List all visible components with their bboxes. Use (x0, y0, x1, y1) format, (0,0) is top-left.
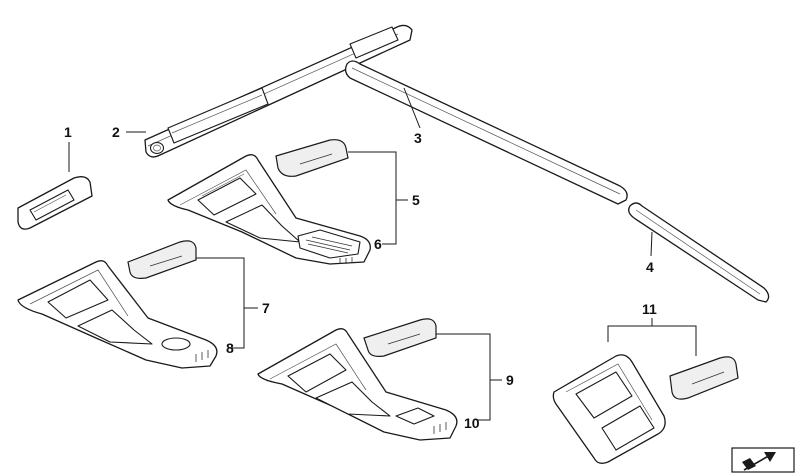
part-7-trim-cover-left[interactable] (127, 240, 197, 279)
part-7-console-trim-left[interactable] (17, 260, 218, 369)
callout-1: 1 (64, 124, 72, 140)
part-1-small-trim-piece[interactable] (17, 176, 93, 230)
part-11-console-insert[interactable] (552, 354, 666, 464)
part-9-console-trim-center[interactable] (257, 328, 458, 441)
part-9-trim-cover-center[interactable] (363, 318, 437, 357)
part-4-short-strip[interactable] (628, 202, 770, 303)
part-11-trim-cover[interactable] (669, 356, 739, 400)
callout-5: 5 (412, 192, 420, 208)
parts-diagram-arrow-icon (731, 447, 795, 473)
part-6-grille-insert[interactable] (297, 229, 361, 259)
part-5-console-trim-upper[interactable] (167, 154, 371, 265)
callout-8: 8 (226, 340, 234, 356)
leader-lines (68, 87, 697, 421)
callout-9: 9 (506, 372, 514, 388)
callout-labels: 1 2 3 4 5 6 7 8 9 10 11 (64, 124, 657, 431)
part-3-long-strip[interactable] (344, 60, 628, 205)
part-8-clip-insert[interactable] (195, 350, 209, 362)
part-2-dash-trim-strip[interactable] (144, 24, 413, 158)
part-5-trim-cover-upper[interactable] (275, 139, 349, 177)
callout-7: 7 (262, 300, 270, 316)
callout-4: 4 (646, 259, 654, 275)
callout-2: 2 (112, 124, 120, 140)
callout-6: 6 (374, 236, 382, 252)
callout-11: 11 (642, 301, 657, 317)
callout-3: 3 (414, 130, 422, 146)
part-10-clip-insert[interactable] (433, 422, 447, 434)
callout-10: 10 (464, 415, 480, 431)
